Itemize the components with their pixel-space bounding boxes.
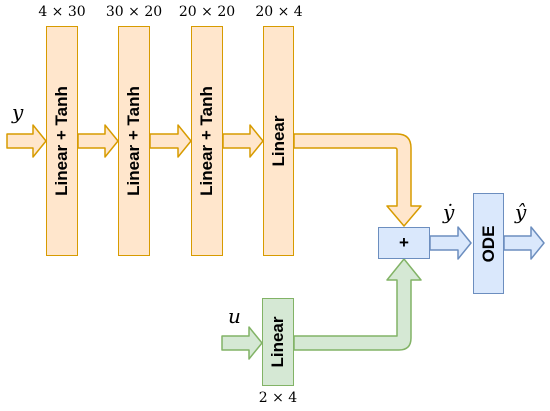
layer1-dims: 4 × 30 bbox=[38, 4, 86, 20]
sum-symbol: + bbox=[399, 233, 409, 252]
layer4-block: Linear bbox=[263, 26, 294, 256]
var-yhat-label: ŷ bbox=[515, 200, 527, 224]
layer3-dims: 20 × 20 bbox=[178, 4, 236, 20]
layer3-block: Linear + Tanh bbox=[191, 26, 223, 256]
input-linear-dims: 2 × 4 bbox=[258, 390, 298, 406]
arrow-linear-to-sum bbox=[293, 258, 422, 351]
arrow-ode-to-output bbox=[503, 226, 545, 260]
arrow-layer2-to-layer3 bbox=[149, 124, 192, 158]
arrow-sum-to-ode bbox=[429, 226, 472, 260]
layer1-block: Linear + Tanh bbox=[46, 26, 78, 256]
var-u-label: u bbox=[228, 304, 241, 328]
var-ydot-label: ẏ bbox=[443, 200, 455, 224]
arrow-layer1-to-layer2 bbox=[77, 124, 119, 158]
input-linear-block: Linear bbox=[262, 298, 294, 386]
arrow-layer3-to-layer4 bbox=[222, 124, 264, 158]
layer1-label: Linear + Tanh bbox=[52, 86, 71, 196]
layer4-label: Linear bbox=[268, 115, 288, 167]
input-linear-label: Linear bbox=[268, 316, 287, 368]
layer3-label: Linear + Tanh bbox=[197, 86, 216, 196]
ode-label: ODE bbox=[478, 225, 498, 262]
var-y-label: y bbox=[12, 100, 24, 124]
ode-block: ODE bbox=[473, 193, 504, 294]
layer4-dims: 20 × 4 bbox=[255, 4, 303, 20]
arrow-u-to-linear bbox=[221, 326, 263, 360]
arrow-y-to-layer1 bbox=[6, 124, 47, 158]
arrow-layer4-to-sum bbox=[293, 133, 422, 227]
layer2-label: Linear + Tanh bbox=[124, 86, 143, 196]
layer2-block: Linear + Tanh bbox=[118, 26, 150, 256]
sum-node: + bbox=[378, 227, 430, 259]
layer2-dims: 30 × 20 bbox=[105, 4, 163, 20]
